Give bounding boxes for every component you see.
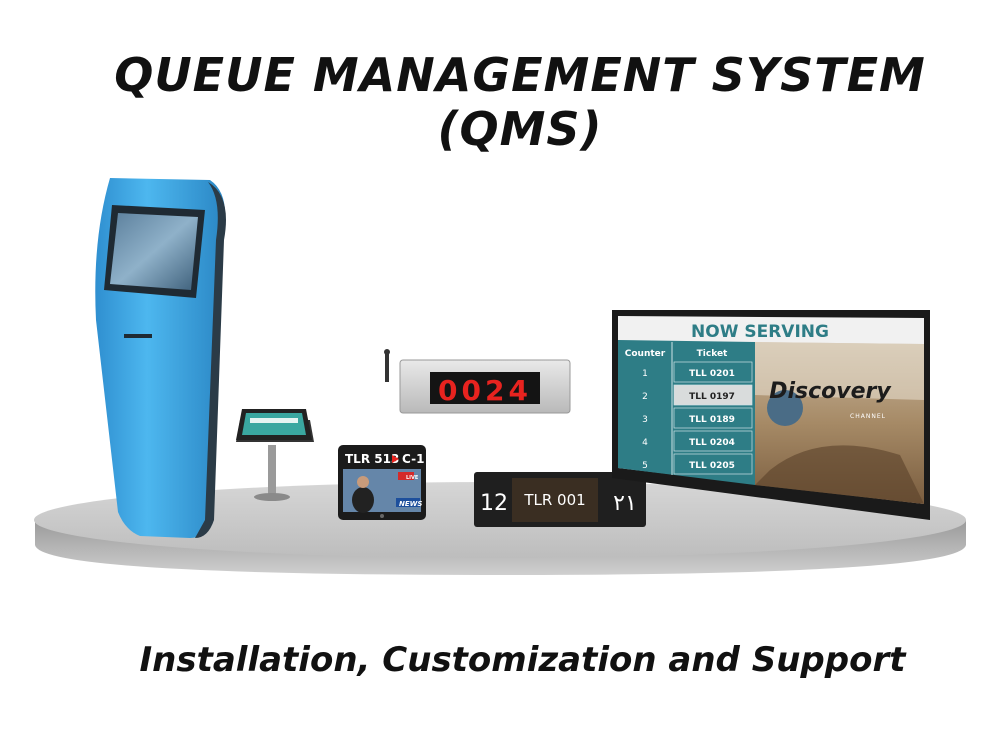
panel-left-number: 12 [480, 491, 508, 516]
table-row [673, 453, 753, 475]
row-ticket: TLL 0201 [689, 369, 735, 379]
row-counter: 4 [642, 438, 648, 448]
counter-led-number: 0024 [438, 374, 532, 407]
tablet-right-label: C-1 [402, 452, 424, 466]
row-counter: 2 [642, 392, 648, 402]
now-serving-title: NOW SERVING [691, 322, 829, 342]
tablet-left-label: TLR 513 [345, 452, 399, 466]
row-counter: 1 [642, 369, 648, 379]
table-row [673, 430, 753, 452]
self-service-kiosk [95, 178, 226, 538]
row-ticket: TLL 0205 [689, 461, 735, 471]
table-row [673, 361, 753, 383]
row-ticket: TLL 0197 [689, 392, 735, 402]
ad-sub: CHANNEL [850, 413, 886, 420]
page-title: QUEUE MANAGEMENT SYSTEM (QMS) [114, 48, 926, 156]
table-row [673, 407, 753, 429]
arrow-right-icon [392, 455, 399, 463]
tablet-live-badge: LIVE [406, 475, 419, 481]
row-counter: 5 [642, 461, 648, 471]
row-ticket: TLL 0189 [689, 415, 735, 425]
row-ticket: TLL 0204 [689, 438, 735, 448]
counter-ticket-panel [474, 472, 646, 527]
tablet-news-badge: NEWS [399, 500, 422, 508]
kiosk-screen [110, 213, 198, 290]
ad-brand: Discovery [769, 379, 892, 404]
tablet-stand [236, 409, 314, 501]
counter-led-display [384, 349, 571, 414]
col-ticket-header: Ticket [697, 349, 728, 359]
table-row [673, 384, 753, 406]
desk-display-tablet [338, 445, 426, 520]
panel-ticket: TLR 001 [523, 491, 585, 509]
col-counter-header: Counter [625, 349, 666, 359]
panel-right-number: ٢١ [613, 491, 637, 516]
serving-table: 1 TLL 0201 2 TLL 0197 3 TLL 0189 4 TLL 0204 5 TLL… [642, 361, 753, 475]
tagline: Installation, Customization and Support [139, 640, 906, 680]
row-counter: 3 [642, 415, 648, 425]
